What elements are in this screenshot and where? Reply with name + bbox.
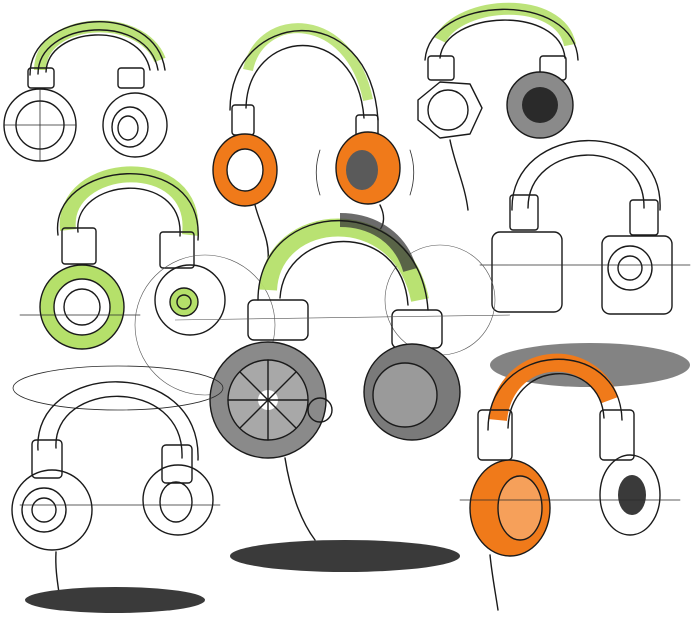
headphone-sketch-bottom-right <box>459 343 690 611</box>
headphone-sketch-top-right <box>417 2 579 211</box>
headphone-sketch-mid-left <box>19 166 226 350</box>
headphone-sketch-top-left <box>3 20 168 162</box>
headphone-sketch-center-large <box>134 213 511 572</box>
headphone-sketch-top-center <box>212 23 415 261</box>
headphone-sketch-right-square <box>479 140 691 315</box>
headphone-sketch-bottom-left <box>11 365 224 613</box>
